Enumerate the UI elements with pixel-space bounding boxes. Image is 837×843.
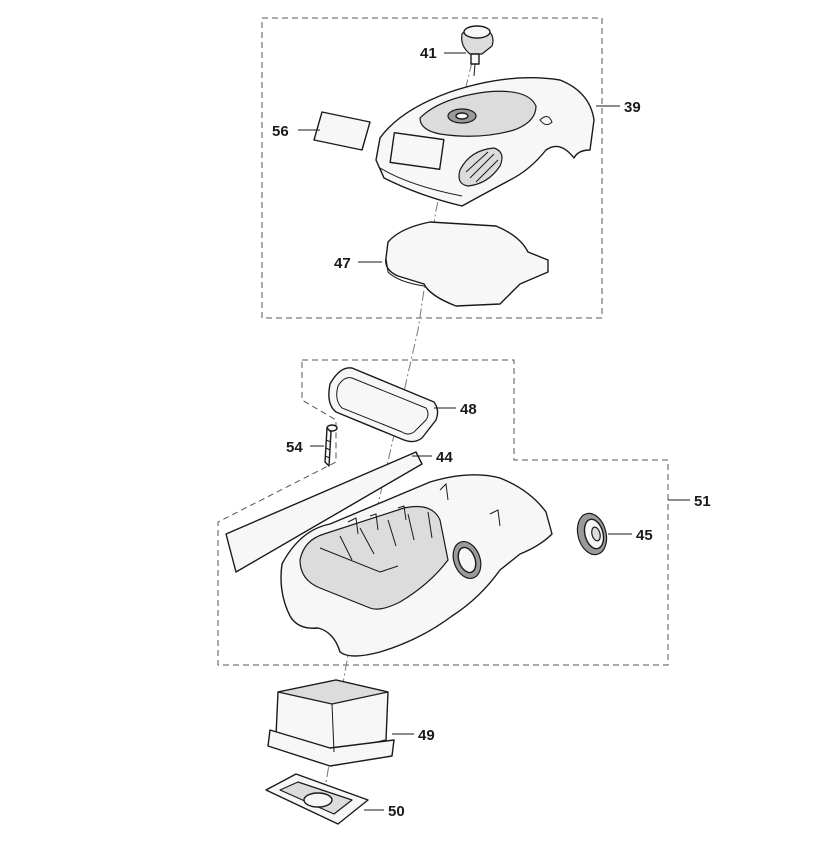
group-box-39 xyxy=(261,17,603,319)
housing-part-51 xyxy=(280,474,553,657)
callout-49: 49 xyxy=(418,727,435,744)
gasket-part-48 xyxy=(328,367,439,443)
filter-element-part-49 xyxy=(267,679,395,767)
filter-base-part-50 xyxy=(265,773,369,825)
leader-lines xyxy=(298,52,690,811)
grommet-part-45 xyxy=(576,512,608,556)
screw-part-54 xyxy=(324,424,338,467)
callout-labels: 41 39 56 47 48 54 44 51 45 49 50 xyxy=(272,45,711,820)
callout-48: 48 xyxy=(460,401,477,418)
knob-part-41 xyxy=(461,25,494,77)
filter-pad-part-47 xyxy=(385,221,549,307)
group-box-51 xyxy=(217,359,669,666)
callout-54: 54 xyxy=(286,439,303,456)
callout-47: 47 xyxy=(334,255,351,272)
callout-41: 41 xyxy=(420,45,437,62)
callout-39: 39 xyxy=(624,99,641,116)
callout-50: 50 xyxy=(388,803,405,820)
top-cover-part-39 xyxy=(375,77,595,207)
callout-45: 45 xyxy=(636,527,653,544)
callout-56: 56 xyxy=(272,123,289,140)
callout-51: 51 xyxy=(694,493,711,510)
plate-part-44 xyxy=(225,451,423,573)
label-part-56 xyxy=(313,111,371,151)
callout-44: 44 xyxy=(436,449,453,466)
